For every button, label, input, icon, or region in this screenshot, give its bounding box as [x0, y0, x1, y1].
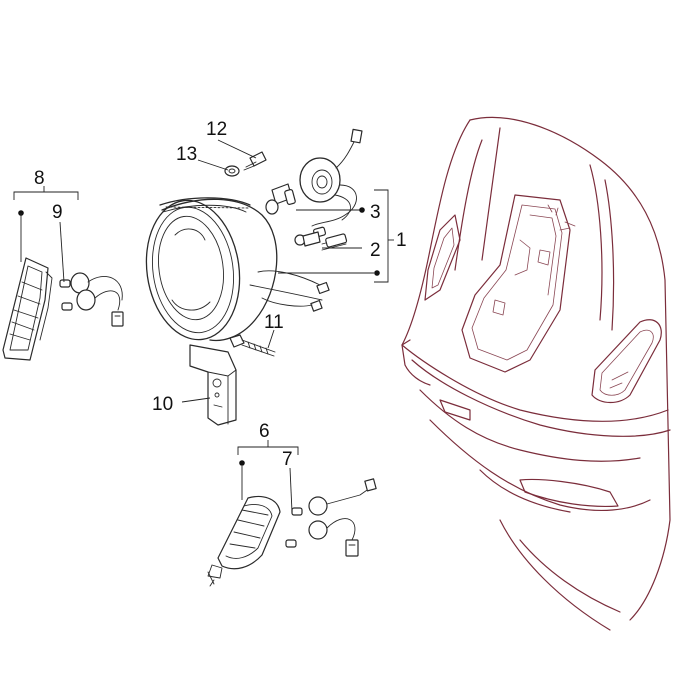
callout-11: 11 [264, 312, 284, 333]
callout-1: 1 [396, 230, 407, 251]
callout-2: 2 [370, 240, 381, 261]
callout-leaders [13, 139, 394, 513]
mounting-bracket [189, 344, 237, 426]
screw-12 [243, 151, 267, 171]
scooter-front-shield [401, 116, 671, 631]
headlight-bulb [265, 183, 296, 215]
callout-7: 7 [282, 449, 293, 470]
callout-9: 9 [52, 202, 63, 223]
callout-12: 12 [206, 119, 227, 140]
left-indicator [2, 257, 53, 361]
lower-indicator [207, 495, 281, 587]
screw-11 [229, 334, 276, 357]
lower-indicator-sockets [285, 478, 377, 557]
callout-13: 13 [176, 144, 197, 165]
left-indicator-sockets [59, 272, 124, 327]
callout-3: 3 [370, 202, 381, 223]
callout-numbers: 12 13 1 3 2 11 10 8 9 6 7 [34, 119, 407, 470]
callout-8: 8 [34, 168, 45, 189]
callout-6: 6 [259, 421, 270, 442]
washer-13 [224, 165, 240, 177]
dust-cap-and-connector [299, 128, 363, 227]
pilot-bulbs [294, 226, 348, 251]
callout-10: 10 [152, 394, 173, 415]
headlight-housing [145, 197, 330, 342]
